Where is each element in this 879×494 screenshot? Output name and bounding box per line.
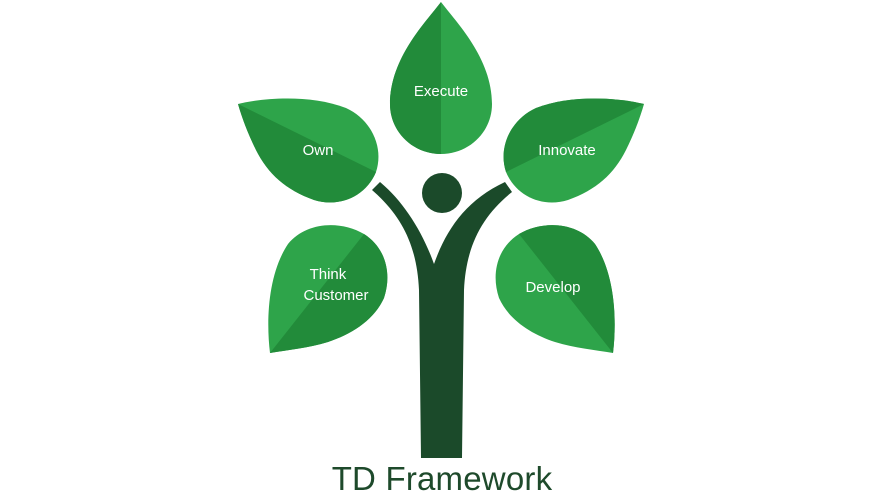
leaf-own-shade <box>238 104 376 203</box>
leaf-execute-shade <box>390 2 441 154</box>
leaf-innovate-shade <box>503 98 644 172</box>
leaf-think-customer-shade <box>270 234 388 353</box>
leaf-think-customer: Think Customer <box>268 225 388 353</box>
leaf-own: Own <box>238 98 379 203</box>
leaf-own-label: Own <box>303 142 334 159</box>
tree-trunk <box>372 182 512 458</box>
leaf-execute: Execute <box>390 2 492 154</box>
leaf-think-customer-line-1: Think <box>310 266 347 283</box>
leaf-innovate: Innovate <box>503 98 644 203</box>
tree-figure <box>372 173 512 458</box>
leaf-develop-shade <box>519 225 615 353</box>
leaf-develop-label: Develop <box>525 279 580 296</box>
leaf-think-customer-line-2: Customer <box>303 287 368 304</box>
leaf-develop: Develop <box>495 225 615 353</box>
leaf-think-customer-label: Think Customer <box>303 266 368 304</box>
leaf-execute-label: Execute <box>414 83 468 100</box>
leaf-innovate-label: Innovate <box>538 142 596 159</box>
tree-head <box>422 173 462 213</box>
diagram-title: TD Framework <box>332 460 553 494</box>
